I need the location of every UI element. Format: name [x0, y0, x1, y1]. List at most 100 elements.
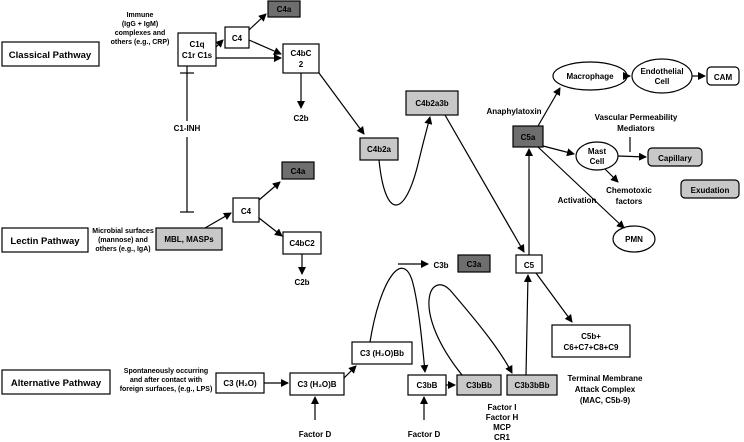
desc-line: (IgG + IgM) — [122, 21, 158, 28]
node-label: Chemotoxic — [606, 186, 652, 195]
node-label: Mediators — [617, 124, 655, 133]
c3a-node: C3a — [457, 254, 491, 273]
node-label: PMN — [625, 235, 643, 244]
c3h2ob-node: C3 (H₂O)B — [289, 372, 345, 396]
c3b-label: C3b — [433, 261, 448, 270]
node-label: C4a — [277, 5, 292, 14]
desc-line: and after contact with — [130, 377, 202, 384]
node-label: 2 — [299, 60, 304, 69]
c4bc2-top-node: C4bC 2 — [282, 43, 320, 74]
c4b2a3b-node: C4b2a3b — [405, 90, 459, 116]
classical-pathway-box: Classical Pathway — [1, 41, 100, 67]
mbl-masps-node: MBL, MASPs — [155, 227, 223, 251]
mac-label: Terminal Membrane Attack Complex (MAC, C… — [568, 374, 644, 405]
node-label: C3 (H₂O) — [223, 379, 257, 388]
edge-c5-c5b — [535, 272, 573, 323]
desc-line: foreign surfaces, (e.g., LPS) — [120, 386, 213, 393]
node-label: Mast — [588, 147, 607, 156]
desc-line: others (e.g., IgA) — [95, 246, 150, 253]
regulators-label: Factor I Factor H MCP CR1 — [486, 403, 519, 442]
node-label: Terminal Membrane — [568, 374, 644, 383]
node-label: Exudation — [691, 186, 730, 195]
node-label: factors — [616, 197, 643, 206]
edge-c5a-mast — [542, 145, 575, 157]
edge-mast-capillary — [617, 152, 647, 161]
desc-line: complexes and — [115, 30, 166, 37]
c3h2obb-node: C3 (H₂O)Bb — [351, 341, 413, 365]
node-label: C4b2a — [367, 145, 392, 154]
c4-top-node: C4 — [224, 26, 250, 49]
c1q-node: C1q C1r C1s — [177, 32, 217, 67]
alternative-pathway-label: Alternative Pathway — [11, 378, 102, 389]
c4b2a-node: C4b2a — [359, 137, 399, 161]
node-label: C3bB — [417, 381, 438, 390]
edge-c4-c4a-mid — [258, 181, 281, 201]
node-label: C3b3bBb — [514, 381, 549, 390]
alternative-pathway-box: Alternative Pathway — [1, 369, 111, 395]
edge-c3h2obb-c3bb — [369, 267, 429, 373]
c4-mid-node: C4 — [232, 197, 260, 223]
node-label: C6+C7+C8+C9 — [564, 343, 619, 352]
node-label: C5a — [521, 133, 536, 142]
vascular-mediators-label: Vascular Permeability Mediators — [595, 113, 678, 133]
c2b-top-label: C2b — [293, 114, 308, 123]
node-label: C4bC2 — [289, 239, 315, 248]
anaphylatoxin-label: Anaphylatoxin — [486, 107, 541, 116]
node-label: MCP — [493, 423, 511, 432]
lectin-pathway-label: Lectin Pathway — [10, 236, 80, 247]
node-label: Capillary — [658, 154, 692, 163]
node-label: C1r C1s — [182, 51, 213, 60]
node-label: Vascular Permeability — [595, 113, 678, 122]
c3bb-node: C3bB — [407, 374, 447, 396]
desc-line: Microbial surfaces — [92, 228, 154, 235]
c4a-top-node: C4a — [267, 0, 301, 18]
node-label: Macrophage — [566, 72, 614, 81]
c3h2o-node: C3 (H₂O) — [215, 372, 265, 394]
node-label: C4b2a3b — [415, 99, 448, 108]
edge-c4-c4bc2-mid — [258, 217, 283, 237]
c3bbb-node: C3bBb — [456, 374, 502, 396]
desc-line: others (e.g., CRP) — [111, 39, 170, 46]
node-label: C3 (H₂O)Bb — [360, 349, 404, 358]
node-label: (MAC, C5b-9) — [580, 396, 631, 405]
desc-line: Immune — [127, 12, 154, 19]
exudation-node: Exudation — [680, 179, 740, 199]
lectin-description: Microbial surfaces (mannose) and others … — [92, 228, 154, 253]
edge-c1q-c4 — [215, 39, 224, 48]
edge-c4bc2-c4b2a — [318, 72, 365, 135]
desc-line: (mannose) and — [98, 237, 148, 244]
node-label: Endothelial — [640, 67, 683, 76]
node-label: Cell — [590, 157, 605, 166]
classical-description: Immune (IgG + IgM) complexes and others … — [111, 12, 170, 46]
chemotoxic-factors-label: Chemotoxic factors — [606, 186, 652, 206]
mast-cell-node: Mast Cell — [575, 141, 619, 171]
edge-c3h2ob-c3h2obb — [343, 365, 357, 379]
c2b-mid-label: C2b — [294, 278, 309, 287]
capillary-node: Capillary — [647, 147, 703, 167]
edge-c3bbb-c3b3bbb — [428, 284, 513, 376]
node-label: C3 (H₂O)B — [297, 380, 336, 389]
c5a-node: C5a — [512, 125, 544, 148]
node-label: Factor H — [486, 413, 519, 422]
edge-c4b2a3b-c5 — [444, 114, 525, 253]
c5-node: C5 — [515, 254, 543, 274]
edge-c3b3bbb-c5 — [523, 274, 532, 376]
c3b3bbb-node: C3b3bBb — [506, 374, 558, 396]
node-label: C4a — [291, 167, 306, 176]
cam-node: CAM — [706, 66, 740, 86]
edge-c4b2a-c4b2a3b — [378, 116, 433, 206]
edges — [180, 13, 706, 420]
node-label: C1q — [189, 40, 204, 49]
factor-d-2-label: Factor D — [408, 430, 441, 439]
node-label: C3bBb — [466, 381, 492, 390]
edge-c5a-macrophage — [537, 87, 561, 127]
node-label: C3a — [467, 260, 482, 269]
c4a-mid-node: C4a — [281, 161, 315, 180]
desc-line: Spontaneously occurring — [124, 368, 208, 375]
pmn-node: PMN — [612, 225, 656, 253]
alternative-description: Spontaneously occurring and after contac… — [120, 368, 213, 393]
node-label: Attack Complex — [575, 385, 636, 394]
macrophage-node: Macrophage — [552, 61, 628, 91]
edge-c4-c4bc2 — [248, 39, 282, 55]
